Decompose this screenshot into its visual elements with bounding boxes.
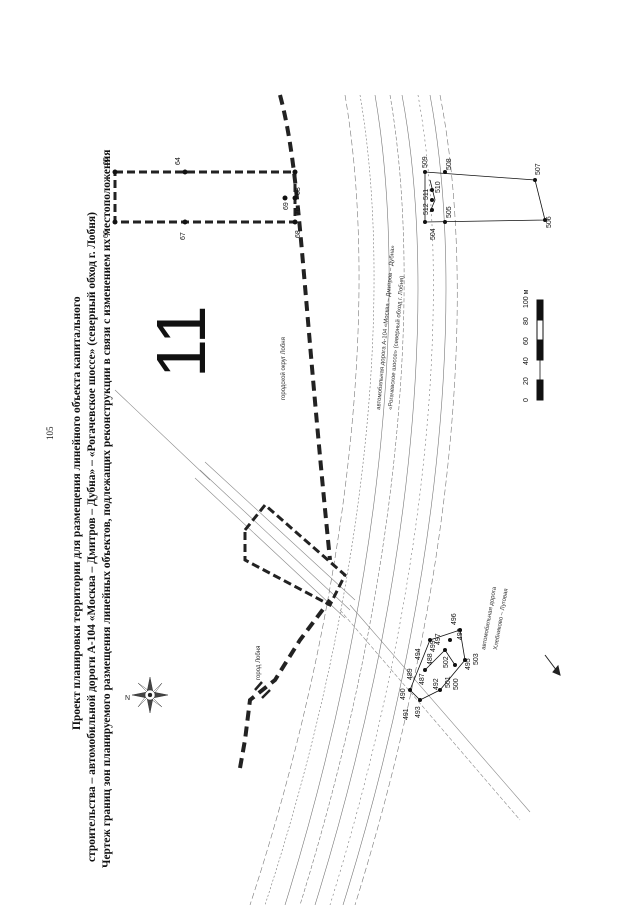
- svg-text:100 м: 100 м: [523, 289, 530, 308]
- pt-491: 491: [403, 708, 410, 720]
- pt-490: 490: [400, 688, 407, 700]
- zone-bottom-points: [408, 628, 467, 702]
- side-road: [114, 389, 531, 821]
- pt-508: 508: [446, 158, 453, 170]
- pt-492: 492: [433, 678, 440, 690]
- pt-493: 493: [415, 706, 422, 718]
- building-marks: [254, 681, 271, 699]
- pt-69: 69: [283, 202, 290, 210]
- label-city: город Лобня: [256, 646, 262, 680]
- pt-501: 501: [445, 676, 452, 688]
- pt-498: 498: [457, 628, 464, 640]
- zone-bottom-labels: 490 489 491 493 487 494 488 492 497 496 …: [400, 613, 480, 720]
- svg-text:60: 60: [523, 337, 530, 345]
- compass-north-label: N: [125, 695, 130, 702]
- pt-487: 487: [419, 673, 426, 685]
- zone-top-labels: 65 64 63 70 68 67 66 69: [103, 157, 302, 240]
- pt-488: 488: [427, 653, 434, 665]
- pt-70: 70: [295, 207, 302, 215]
- compass-icon: [131, 676, 169, 714]
- scale-bar: [536, 299, 544, 401]
- scale-bar-labels: 0 20 40 60 80 100 м: [523, 289, 530, 402]
- pt-502: 502: [443, 656, 450, 668]
- pt-68: 68: [295, 230, 302, 238]
- pt-509: 509: [422, 156, 429, 168]
- svg-text:80: 80: [523, 317, 530, 325]
- pt-504: 504: [430, 228, 437, 240]
- svg-text:20: 20: [523, 377, 530, 385]
- pt-506: 506: [546, 216, 553, 228]
- zone-top-points: [112, 169, 298, 225]
- pt-67: 67: [180, 232, 187, 240]
- road-corridor: [249, 94, 458, 905]
- zone-middle: [243, 502, 347, 608]
- pt-512: 512: [423, 203, 430, 215]
- zone-right-points: [423, 170, 547, 224]
- svg-text:40: 40: [523, 357, 530, 365]
- pt-499: 499: [430, 640, 437, 652]
- sheet-number: 11: [142, 305, 220, 378]
- svg-text:0: 0: [523, 398, 530, 402]
- pt-511: 511: [423, 189, 430, 200]
- pt-65: 65: [103, 157, 110, 165]
- zone-top: [113, 170, 297, 224]
- pt-64: 64: [175, 157, 182, 165]
- pt-494: 494: [415, 648, 422, 660]
- pt-507: 507: [535, 163, 542, 175]
- zone-right-labels: 509 508 507 506 505 504 511 510 512: [422, 156, 553, 240]
- pt-66: 66: [103, 230, 110, 238]
- pt-63: 63: [295, 187, 302, 195]
- pt-495: 495: [465, 658, 472, 670]
- district-boundary: [238, 94, 332, 769]
- label-city-district: городской округ Лобня: [280, 337, 287, 400]
- pt-510: 510: [435, 181, 442, 193]
- pt-500: 500: [453, 678, 460, 690]
- pt-505: 505: [446, 206, 453, 218]
- arrow-icon: [544, 654, 561, 676]
- pt-489: 489: [407, 668, 414, 680]
- pt-496: 496: [451, 613, 458, 625]
- pt-497: 497: [435, 633, 442, 645]
- pt-503: 503: [473, 653, 480, 665]
